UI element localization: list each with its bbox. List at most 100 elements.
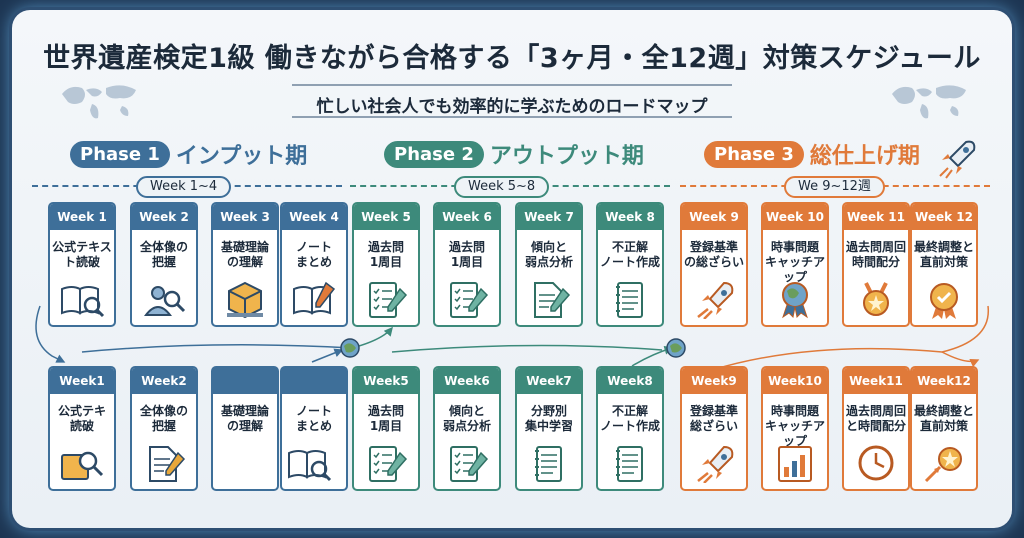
phase-1-week-band: Week 1~4 bbox=[32, 176, 342, 198]
week-label: Week6 bbox=[435, 368, 499, 394]
week-label: Week7 bbox=[517, 368, 581, 394]
phase-2-label: Phase 2 bbox=[384, 140, 484, 168]
phase-2-header: Phase 2 アウトプット期 bbox=[384, 138, 644, 170]
week-task: 過去問 1周目 bbox=[367, 240, 404, 269]
phase-1-name: インプット期 bbox=[175, 144, 308, 169]
notebook-icon bbox=[517, 443, 581, 483]
globe-badge-icon bbox=[763, 279, 827, 319]
checklist-pencil-icon bbox=[354, 279, 418, 319]
phase-2-name: アウトプット期 bbox=[489, 144, 644, 169]
checklist-pencil-icon bbox=[435, 279, 499, 319]
week-task: 過去問周回 時間配分 bbox=[846, 240, 907, 269]
week-label: Week2 bbox=[132, 368, 196, 394]
clock-icon bbox=[844, 443, 908, 483]
phase-1-label: Phase 1 bbox=[70, 140, 170, 168]
chart-icon bbox=[763, 443, 827, 483]
open-book-magnifier-icon bbox=[282, 443, 346, 483]
week-label bbox=[282, 368, 346, 394]
week-card: Week7 分野別 集中学習 bbox=[515, 366, 583, 491]
week-card: Week 11 過去問周回 時間配分 bbox=[842, 202, 910, 327]
week-card: Week11 過去問周回 と時間配分 bbox=[842, 366, 910, 491]
phase-3-name: 総仕上げ期 bbox=[809, 144, 920, 169]
document-pencil-icon bbox=[517, 279, 581, 319]
week-card: Week2 全体像の 把握 bbox=[130, 366, 198, 491]
week-task: 傾向と 弱点分析 bbox=[524, 240, 573, 269]
week-card: Week8 不正解 ノート作成 bbox=[596, 366, 664, 491]
week-label: Week 12 bbox=[912, 204, 976, 230]
week-label: Week11 bbox=[844, 368, 908, 394]
week-task: 時事問題 キャッチアップ bbox=[765, 404, 826, 448]
schedule-panel: 世界遺産検定1級 働きながら合格する「3ヶ月・全12週」対策スケジュール 忙しい… bbox=[12, 10, 1012, 528]
phase-3-weeks: We 9~12週 bbox=[784, 176, 885, 198]
medal-icon bbox=[844, 279, 908, 319]
folder-magnifier-icon bbox=[50, 443, 114, 483]
week-task: 過去問 1周目 bbox=[367, 404, 404, 433]
week-task: 登録基準 総ざらい bbox=[689, 404, 738, 433]
box-icon bbox=[213, 279, 277, 319]
week-task: 登録基準 の総ざらい bbox=[684, 240, 745, 269]
week-task: 公式テキ 読破 bbox=[57, 404, 106, 433]
week-label: Week8 bbox=[598, 368, 662, 394]
checklist-pencil-icon bbox=[435, 443, 499, 483]
phase-3-week-band: We 9~12週 bbox=[680, 176, 990, 198]
week-task: 全体像の 把握 bbox=[139, 240, 188, 269]
subtitle-box: 忙しい社会人でも効率的に学ぶためのロードマップ bbox=[292, 84, 732, 118]
week-label: Week 1 bbox=[50, 204, 114, 230]
week-task: 時事問題 キャッチアップ bbox=[765, 240, 826, 284]
notebook-icon bbox=[598, 443, 662, 483]
phase-1-weeks: Week 1~4 bbox=[136, 176, 232, 198]
notebook-icon bbox=[598, 279, 662, 319]
week-task: 基礎理論 の理解 bbox=[220, 240, 269, 269]
document-pencil-icon bbox=[132, 443, 196, 483]
phase-3-header: Phase 3 総仕上げ期 bbox=[704, 138, 920, 170]
rocket-icon bbox=[682, 279, 746, 319]
open-book-magnifier-icon bbox=[50, 279, 114, 319]
week-task: 不正解 ノート作成 bbox=[600, 404, 661, 433]
week-card: Week1 公式テキ 読破 bbox=[48, 366, 116, 491]
week-label: Week10 bbox=[763, 368, 827, 394]
phase-1-header: Phase 1 インプット期 bbox=[70, 138, 307, 170]
week-label: Week 4 bbox=[282, 204, 346, 230]
week-label: Week12 bbox=[912, 368, 976, 394]
page-title: 世界遺産検定1級 働きながら合格する「3ヶ月・全12週」対策スケジュール bbox=[43, 43, 981, 74]
week-card: Week10 時事問題 キャッチアップ bbox=[761, 366, 829, 491]
week-task: 公式テキス ト読破 bbox=[52, 240, 112, 269]
week-task: 過去問周回 と時間配分 bbox=[846, 404, 907, 433]
week-task: 最終調整と 直前対策 bbox=[914, 404, 975, 433]
week-task: 最終調整と 直前対策 bbox=[914, 240, 975, 269]
week-task: 分野別 集中学習 bbox=[524, 404, 573, 433]
week-task: 過去問 1周目 bbox=[448, 240, 485, 269]
checklist-pencil-icon bbox=[354, 443, 418, 483]
week-label: Week 11 bbox=[844, 204, 908, 230]
week-task: 基礎理論 の理解 bbox=[213, 394, 277, 489]
week-card: Week12 最終調整と 直前対策 bbox=[910, 366, 978, 491]
week-task: 全体像の 把握 bbox=[139, 404, 188, 433]
notebook-pencil-icon bbox=[282, 279, 346, 319]
week-label: Week1 bbox=[50, 368, 114, 394]
rocket-icon bbox=[682, 443, 746, 483]
rocket-badge-icon bbox=[912, 443, 976, 483]
week-task: ノート まとめ bbox=[295, 240, 332, 269]
page-subtitle: 忙しい社会人でも効率的に学ぶためのロードマップ bbox=[316, 97, 708, 117]
week-card: Week 12 最終調整と 直前対策 bbox=[910, 202, 978, 327]
rocket-icon bbox=[939, 140, 976, 179]
medal-check-icon bbox=[912, 279, 976, 319]
week-label: Week 5 bbox=[354, 204, 418, 230]
week-card: Week 4 ノート まとめ bbox=[280, 202, 348, 327]
world-map-icon bbox=[62, 85, 136, 119]
week-card: ノート まとめ bbox=[280, 366, 348, 491]
phase-2-weeks: Week 5~8 bbox=[454, 176, 550, 198]
flow-connectors bbox=[35, 305, 989, 371]
person-magnifier-icon bbox=[132, 279, 196, 319]
week-label: Week 8 bbox=[598, 204, 662, 230]
